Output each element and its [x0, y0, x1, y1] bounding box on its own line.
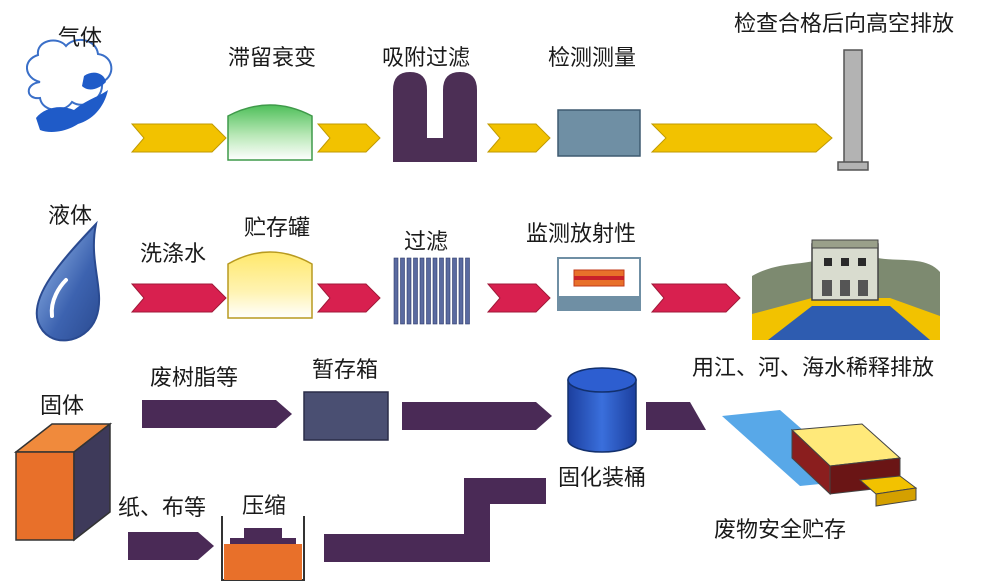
liquid-arrow-2 — [316, 283, 381, 313]
gas-cloud-icon — [26, 38, 113, 132]
compressor-icon — [221, 516, 305, 581]
temp-storage-box-icon — [303, 391, 389, 441]
gas-arrow-1 — [130, 123, 227, 153]
filter-stripe — [400, 257, 405, 325]
filter-stripe — [413, 257, 418, 325]
filter-screen-icon — [393, 257, 470, 325]
filter-stripe — [393, 257, 399, 325]
solid-lower-source-label: 纸、布等 — [118, 496, 207, 521]
decay-tank-icon — [227, 104, 313, 161]
stack-chimney-icon — [837, 49, 869, 171]
safe-storage-building-icon — [722, 410, 918, 507]
liquid-final-label: 用江、河、海水稀释排放 — [692, 356, 935, 381]
category-solid-label: 固体 — [40, 394, 85, 419]
step-radiation-monitor-label: 监测放射性 — [526, 222, 637, 247]
category-gas-label: 气体 — [58, 26, 103, 51]
category-liquid-label: 液体 — [48, 204, 93, 229]
step-temp-storage-label: 暂存箱 — [312, 358, 379, 383]
gas-arrow-2 — [316, 123, 381, 153]
filter-stripe — [439, 257, 444, 325]
step-solidify-barrel-label: 固化装桶 — [558, 466, 647, 491]
liquid-arrow-3 — [486, 283, 551, 313]
solid-final-label: 废物安全贮存 — [714, 518, 847, 543]
filter-stripe — [452, 257, 457, 325]
solidification-barrel-icon — [567, 367, 637, 453]
filter-stripe — [406, 257, 412, 325]
liquid-source-label: 洗涤水 — [140, 242, 207, 267]
filter-stripe — [432, 257, 438, 325]
gas-arrow-4 — [650, 123, 833, 153]
filter-stripe — [465, 257, 470, 325]
radiation-monitor-icon — [557, 257, 641, 311]
solid-arrow-to-storage — [646, 402, 706, 430]
solid-arrow-upper-2 — [402, 402, 552, 430]
gas-final-label: 检查合格后向高空排放 — [734, 12, 955, 37]
step-decay-label: 滞留衰变 — [228, 46, 317, 71]
filter-stripe — [445, 257, 451, 325]
solid-upper-source-label: 废树脂等 — [150, 366, 239, 391]
liquid-arrow-4 — [650, 283, 741, 313]
solid-cube-icon — [13, 422, 113, 542]
liquid-arrow-1 — [130, 283, 227, 313]
monitor-box-icon — [557, 109, 641, 157]
step-adsorption-label: 吸附过滤 — [382, 46, 471, 71]
step-compress-label: 压缩 — [242, 494, 287, 519]
filter-stripe — [419, 257, 425, 325]
adsorption-filter-icon — [393, 72, 477, 162]
liquid-drop-icon — [35, 220, 101, 342]
solid-arrow-lower-2 — [324, 478, 546, 562]
solid-arrow-upper-1 — [142, 400, 292, 428]
filter-stripe — [458, 257, 464, 325]
step-detection-label: 检测测量 — [548, 46, 637, 71]
gas-arrow-3 — [486, 123, 551, 153]
solid-arrow-lower-1 — [128, 532, 214, 560]
step-storage-tank-label: 贮存罐 — [244, 216, 311, 241]
storage-tank-icon — [227, 251, 313, 319]
filter-stripe — [426, 257, 431, 325]
dam-discharge-icon — [752, 239, 940, 340]
step-filter-label: 过滤 — [404, 230, 449, 255]
